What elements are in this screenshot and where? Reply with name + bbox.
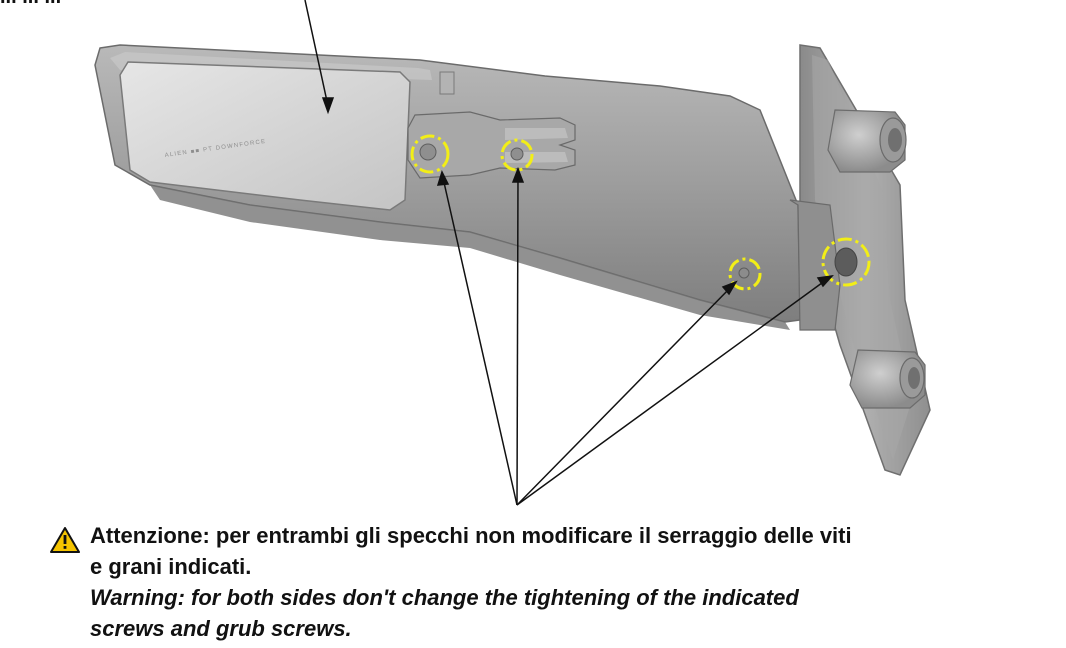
- warning-italian-line-1: Attenzione: per entrambi gli specchi non…: [90, 523, 852, 548]
- highlight-circle-3: [728, 257, 762, 291]
- upper-mount-boss: [827, 109, 907, 173]
- warning-english-line-1: Warning: for both sides don't change the…: [90, 585, 799, 610]
- screw-pivot-right: [510, 147, 524, 161]
- warning-italian-line-2: e grani indicati.: [90, 554, 252, 579]
- screw-pivot-left: [419, 143, 437, 161]
- lower-mount-boss: [849, 349, 926, 409]
- leader-arrows: [304, 0, 834, 506]
- pivot-housing: [407, 71, 576, 179]
- warning-triangle-icon: [50, 527, 80, 553]
- arrow-to-glass: [304, 0, 329, 107]
- arrow-to-screw-4: [516, 279, 827, 506]
- arrow-to-screw-2: [516, 174, 519, 506]
- screw-plate-center: [834, 247, 858, 277]
- warning-english-line-2: screws and grub screws.: [90, 616, 352, 641]
- screw-highlight-circles: [410, 134, 871, 291]
- mirror-glass: ALIEN ■■ PT DOWNFORCE: [119, 61, 411, 211]
- arrow-to-screw-1: [442, 177, 518, 506]
- highlight-circle-4: [821, 237, 871, 287]
- arrow-to-screw-3: [516, 286, 732, 506]
- highlight-circle-2: [500, 138, 534, 172]
- top-caption-cutoff: ... ... ...: [0, 0, 61, 9]
- warning-text: Attenzione: per entrambi gli specchi non…: [90, 520, 852, 644]
- highlight-circle-1: [410, 134, 450, 174]
- grub-screw-arm: [738, 267, 750, 279]
- screw-heads: [419, 143, 858, 279]
